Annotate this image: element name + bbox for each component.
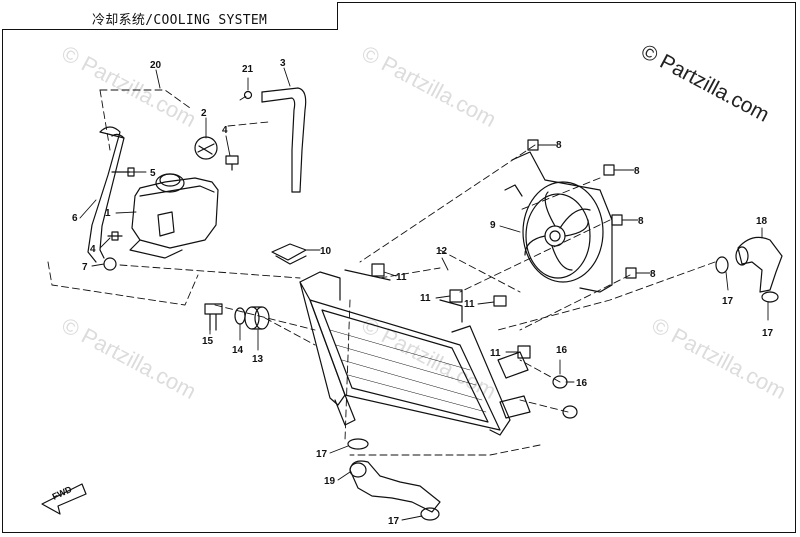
clips-11 xyxy=(371,263,531,359)
callout-10: 10 xyxy=(320,246,332,257)
fwd-arrow-icon xyxy=(41,483,87,515)
clamp-17-right xyxy=(761,291,779,303)
callout-12: 12 xyxy=(436,246,448,257)
clamp-7 xyxy=(103,257,117,271)
callout-11: 11 xyxy=(464,299,475,310)
fwd-label: FWD xyxy=(51,484,74,502)
small-clamp-21 xyxy=(243,90,253,100)
callout-16: 16 xyxy=(576,378,588,389)
washer-14 xyxy=(234,307,246,325)
page-title: 冷却系统/COOLING SYSTEM xyxy=(92,13,268,28)
screw-4-lower xyxy=(107,231,123,241)
callout-3: 3 xyxy=(280,58,286,69)
title-box: 冷却系统/COOLING SYSTEM xyxy=(2,2,338,30)
faded-watermarks: © Partzilla.com © Partzilla.com © Partzi… xyxy=(58,40,791,404)
callout-6: 6 xyxy=(72,213,78,224)
watermark-faded: © Partzilla.com xyxy=(358,40,501,132)
callout-20: 20 xyxy=(150,60,162,71)
callout-11: 11 xyxy=(396,272,407,283)
callout-21: 21 xyxy=(242,64,254,75)
watermark-faded: © Partzilla.com xyxy=(58,40,201,132)
callout-2: 2 xyxy=(201,108,207,119)
callout-15: 15 xyxy=(202,336,214,347)
callout-4: 4 xyxy=(222,125,228,136)
watermark-faded: © Partzilla.com xyxy=(648,312,791,404)
callout-4-lower: 4 xyxy=(90,244,96,255)
callout-11: 11 xyxy=(420,293,431,304)
clamp-17-upper xyxy=(715,256,729,274)
radiator-fin-lines xyxy=(329,329,487,413)
callout-17: 17 xyxy=(316,449,328,460)
radiator-cap-10 xyxy=(271,243,307,265)
watermark-faded: © Partzilla.com xyxy=(58,312,201,404)
overflow-hose xyxy=(87,126,125,263)
coolant-reservoir-tank xyxy=(129,173,219,259)
radiator-core xyxy=(299,269,531,436)
hose-19 xyxy=(349,460,441,513)
clamp-17-lower xyxy=(420,507,440,521)
callout-17: 17 xyxy=(762,328,774,339)
callout-17: 17 xyxy=(388,516,400,527)
assembly-leader-lines xyxy=(47,89,716,456)
callout-8: 8 xyxy=(634,166,640,177)
callout-18: 18 xyxy=(756,216,768,227)
callout-17: 17 xyxy=(722,296,734,307)
callout-8: 8 xyxy=(556,140,562,151)
callout-leaders xyxy=(79,67,769,521)
cooling-fan-assembly xyxy=(504,151,613,293)
reservoir-cap xyxy=(194,136,218,160)
nuts-8 xyxy=(527,139,637,279)
callout-numbers: 20 2 4 21 3 1 5 6 4 7 8 8 8 8 9 10 11 11… xyxy=(51,58,774,527)
callout-5: 5 xyxy=(150,168,156,179)
callout-14: 14 xyxy=(232,345,244,356)
bolt-15 xyxy=(204,303,223,331)
hose-18 xyxy=(735,236,783,293)
callout-8: 8 xyxy=(638,216,644,227)
callout-19: 19 xyxy=(324,476,336,487)
callout-8: 8 xyxy=(650,269,656,280)
clamp-17-mid xyxy=(347,438,369,450)
bolt-4 xyxy=(225,155,239,171)
grommet-13 xyxy=(244,306,270,330)
callout-7: 7 xyxy=(82,262,88,273)
tank-hose-3 xyxy=(261,87,307,193)
callout-16: 16 xyxy=(556,345,568,356)
callout-1: 1 xyxy=(105,208,111,219)
callout-11: 11 xyxy=(490,348,501,359)
callout-9: 9 xyxy=(490,220,496,231)
callout-13: 13 xyxy=(252,354,264,365)
